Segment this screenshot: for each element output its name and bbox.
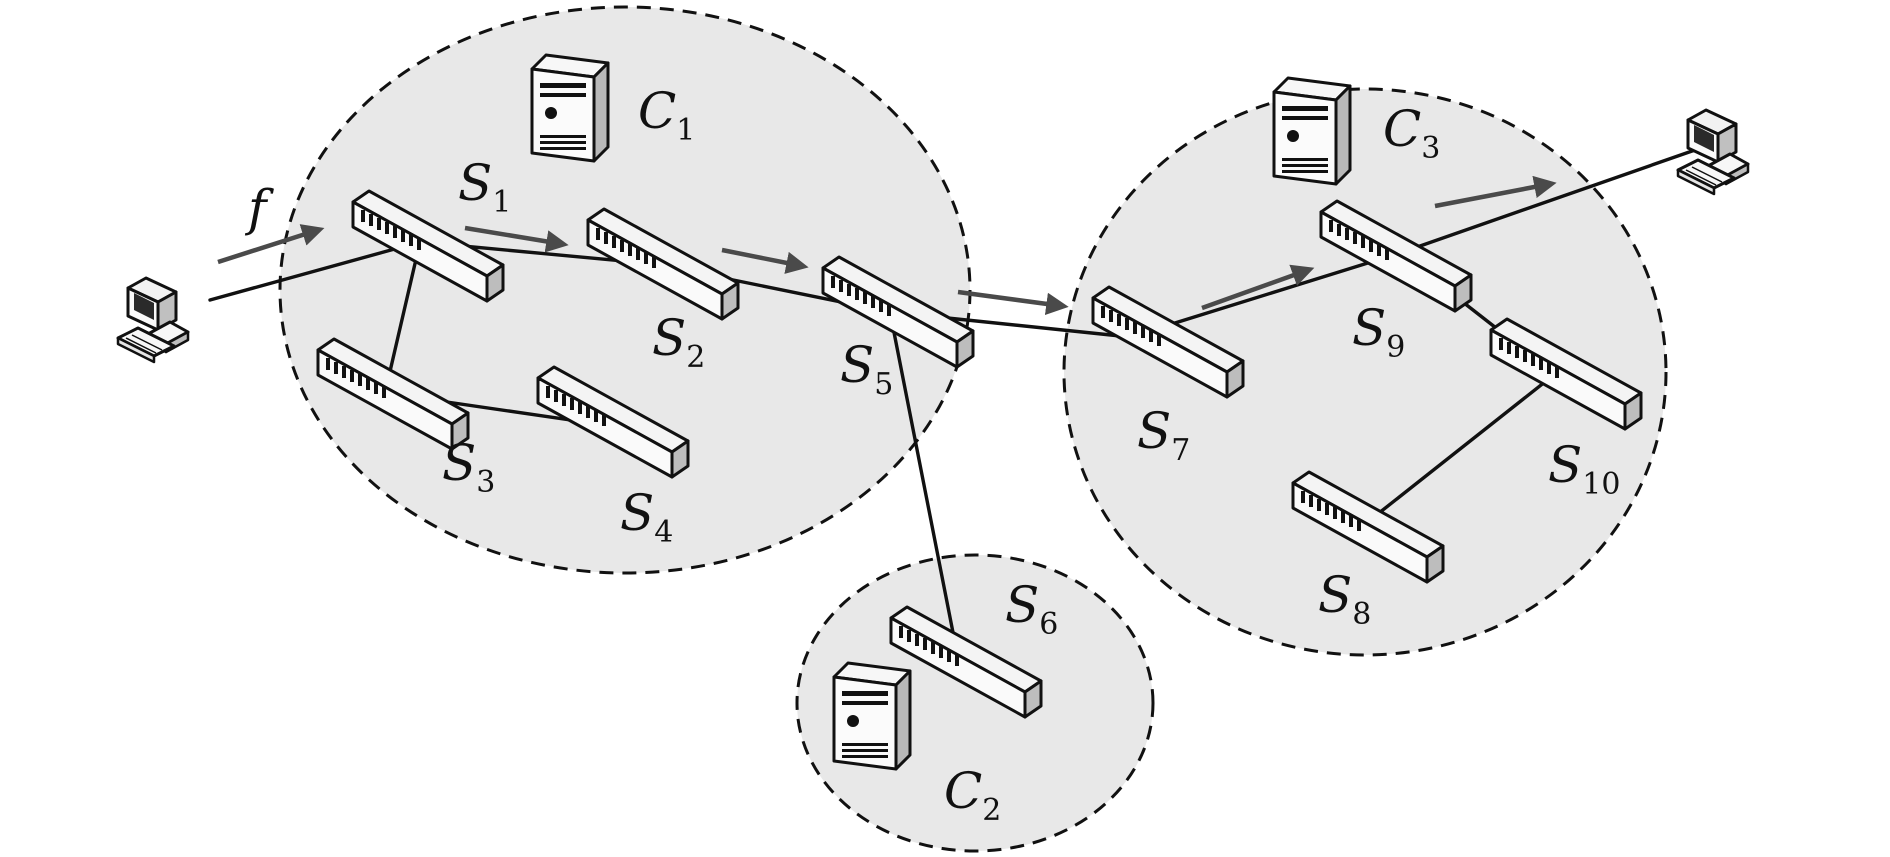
flow-arrow-5 (1201, 264, 1315, 311)
label-s4: S4 (620, 484, 673, 550)
link-host-s1 (208, 240, 422, 302)
label-s8: S8 (1318, 566, 1371, 632)
label-s2: S2 (652, 309, 705, 375)
flow-path-arrows (217, 175, 1557, 316)
controller-c1-server-tower-icon (530, 53, 610, 163)
source-host-desktop-computer-icon (116, 276, 190, 364)
link-s10-s8 (1358, 372, 1557, 530)
label-c3: C3 (1383, 100, 1440, 166)
flow-arrow-3 (721, 247, 809, 274)
label-s7: S7 (1137, 402, 1190, 468)
link-s1-s3 (383, 240, 422, 395)
flow-label: f (244, 179, 274, 237)
controller-c2-server-tower-icon (832, 661, 912, 771)
link-s9-host (1398, 148, 1697, 255)
label-s1: S1 (458, 154, 511, 220)
label-c2: C2 (944, 762, 1001, 828)
label-s6: S6 (1005, 576, 1058, 642)
domain-c3 (1062, 87, 1668, 657)
flow-arrow-2 (464, 225, 569, 253)
label-c1: C1 (638, 82, 695, 148)
flow-arrow-6 (1434, 175, 1557, 209)
flow-arrow-4 (957, 289, 1069, 316)
label-s10: S10 (1548, 436, 1620, 502)
domain-c2 (795, 553, 1155, 853)
label-s9: S9 (1352, 299, 1405, 365)
label-s3: S3 (442, 434, 495, 500)
flow-arrow-1 (217, 224, 325, 265)
controller-c3-server-tower-icon (1272, 76, 1352, 186)
link-s5-s6 (888, 310, 960, 660)
label-s5: S5 (840, 336, 893, 402)
